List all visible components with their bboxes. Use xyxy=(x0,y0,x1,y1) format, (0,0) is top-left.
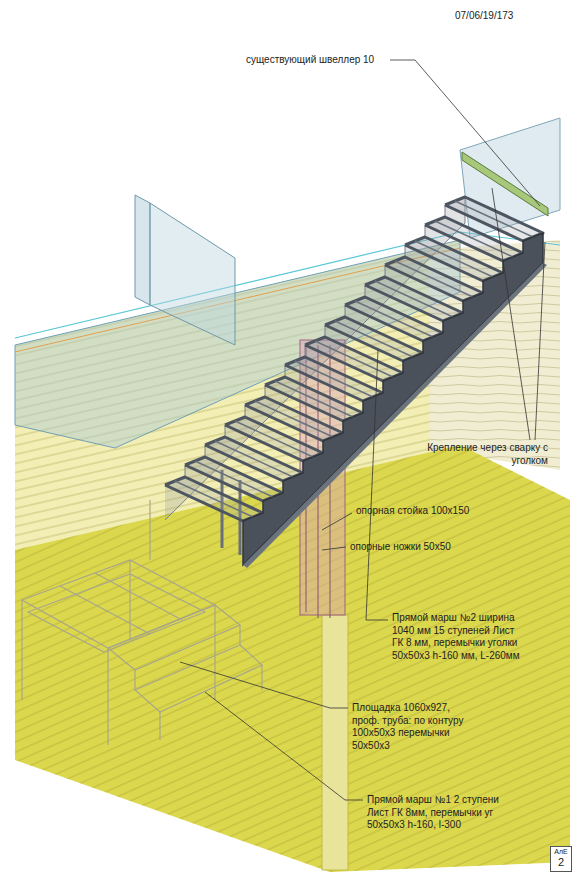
callout-note: существующий швеллер 10 xyxy=(246,54,374,67)
callout-note: Прямой марш №2 ширина 1040 мм 15 ступене… xyxy=(392,612,524,662)
stair-flight xyxy=(165,197,547,568)
callout-note: опорные ножки 50х50 xyxy=(350,541,451,554)
sheet-number: 2 xyxy=(558,856,564,868)
callout-note: опорная стойка 100х150 xyxy=(356,505,469,518)
callout-note: Прямой марш №1 2 ступени Лист ГК 8мм, пе… xyxy=(367,794,499,832)
sheet-number-box: АлЕ2 xyxy=(550,846,572,872)
channel-beam xyxy=(462,152,548,216)
callout-note: Крепление через сварку с уголком xyxy=(420,442,548,467)
leader-lines xyxy=(180,60,545,800)
sheet-code: 07/06/19/173 xyxy=(455,10,513,23)
sheet-mark: АлЕ xyxy=(554,848,567,856)
callout-note: Площадка 1060х927, проф. труба: по конту… xyxy=(352,702,464,752)
